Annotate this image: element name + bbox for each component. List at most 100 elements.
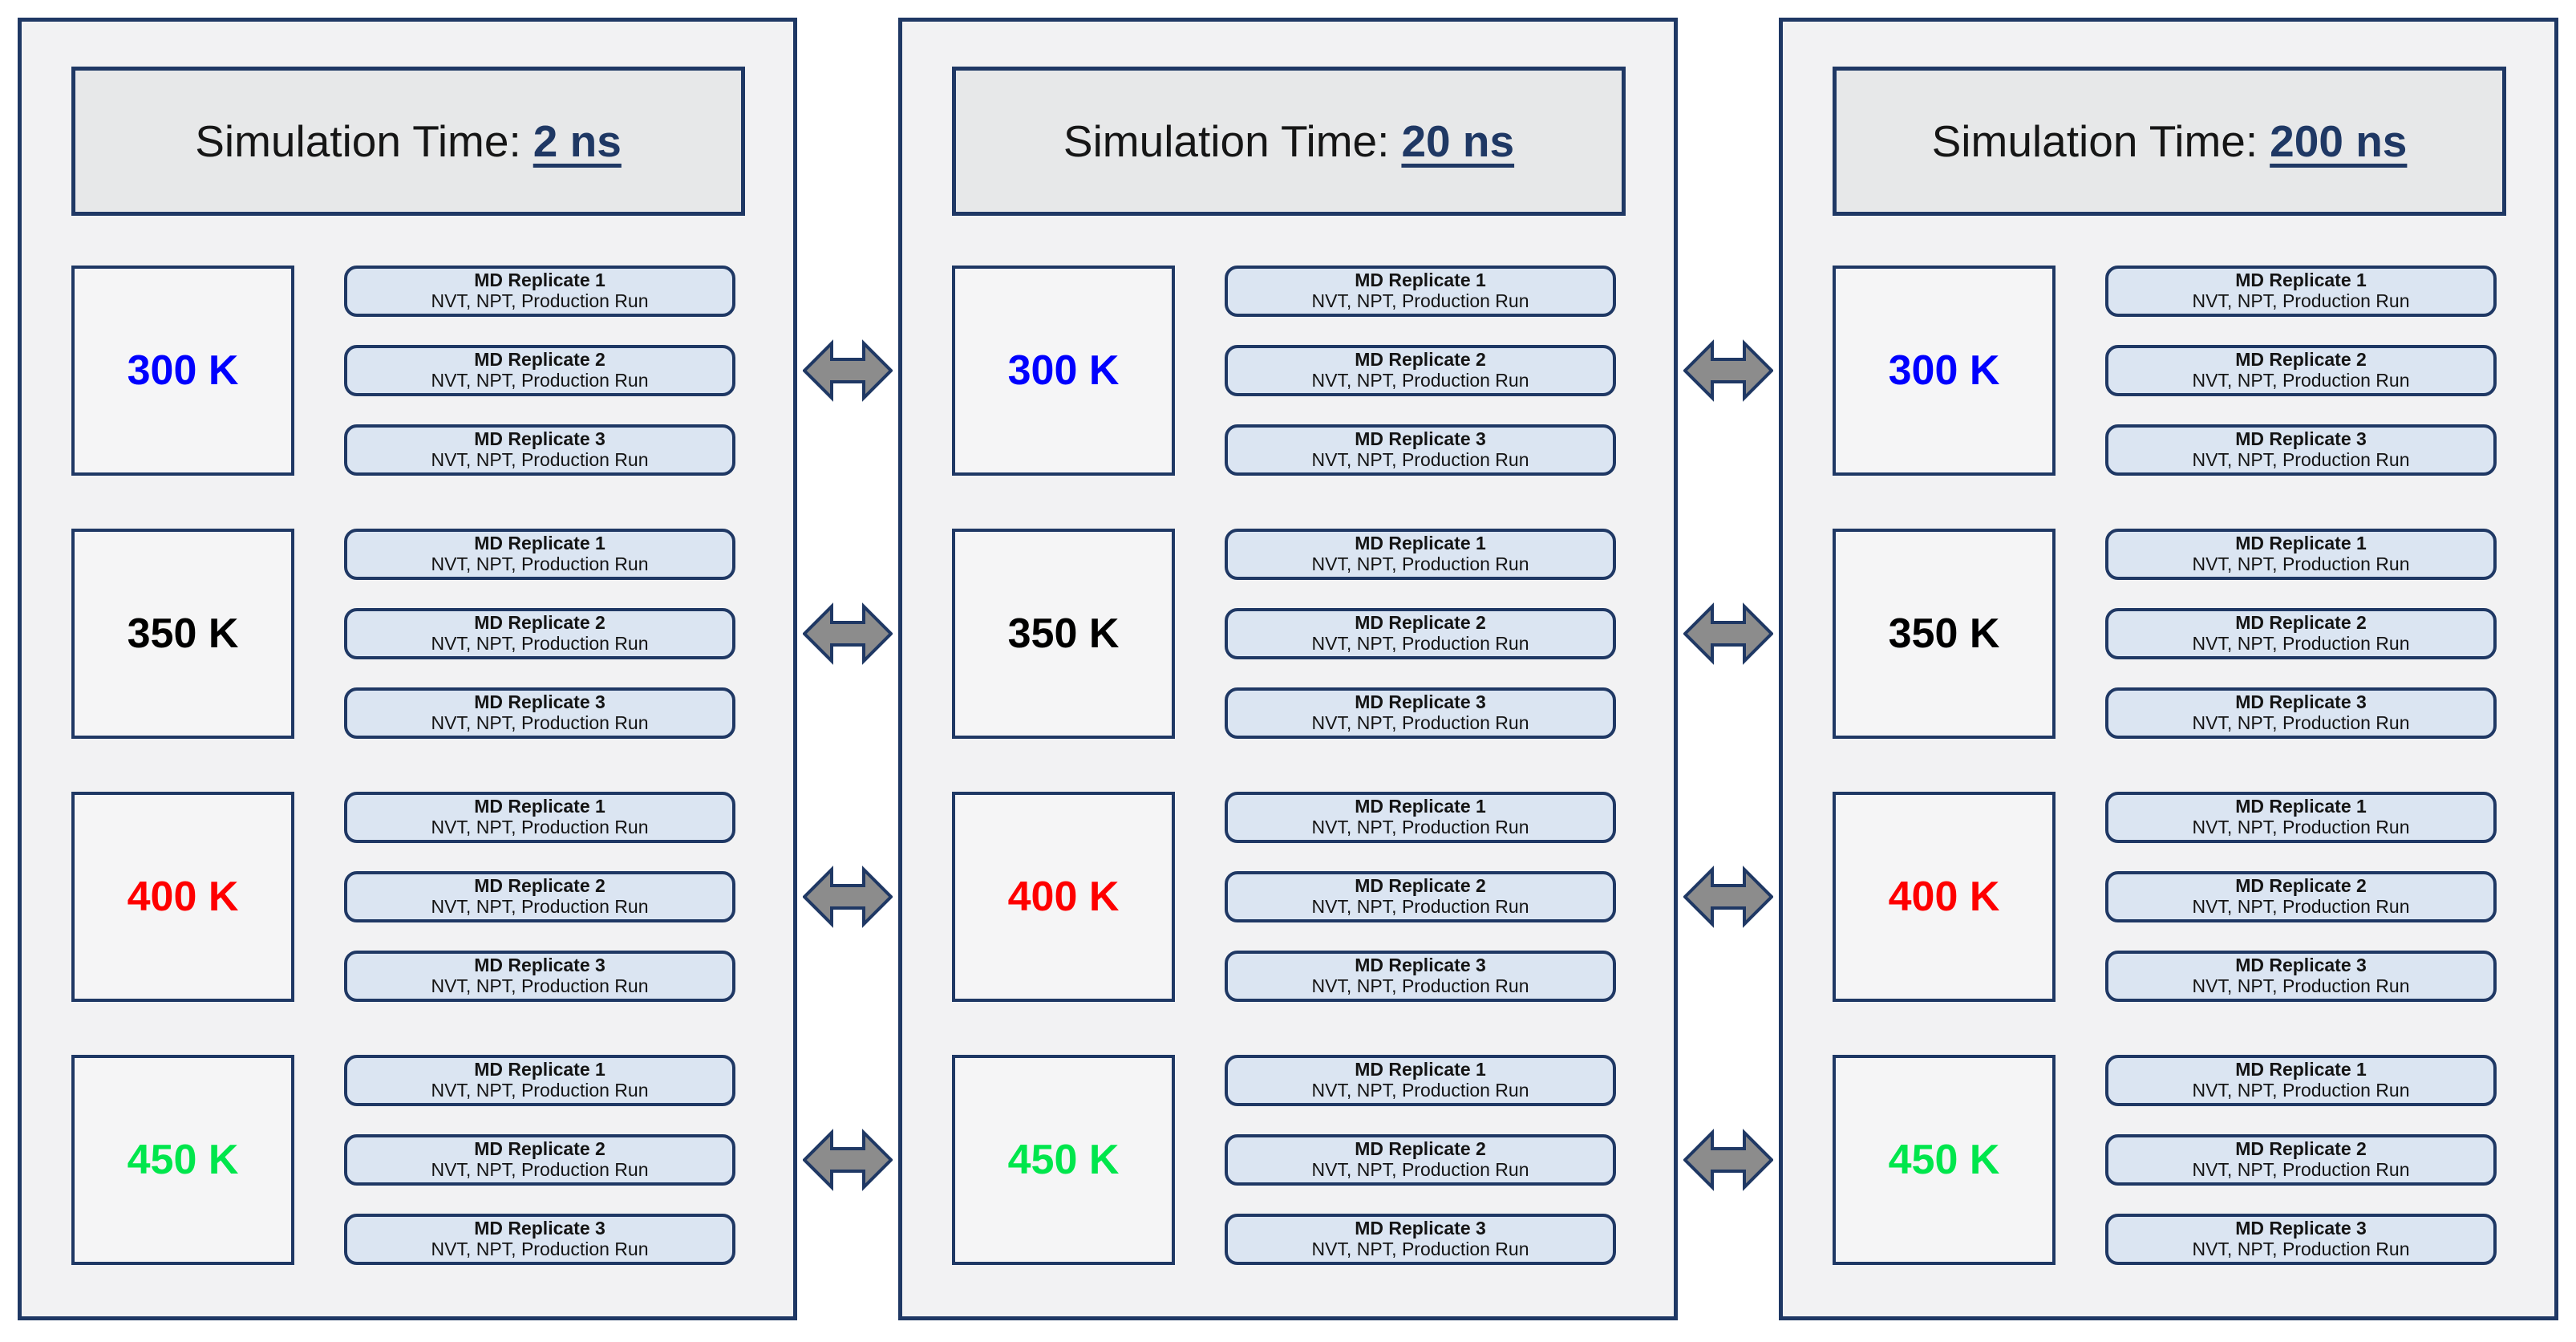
left-right-arrow-icon [1683, 338, 1773, 403]
temperature-box-350k: 350 K [71, 529, 294, 739]
left-right-arrow-icon [1683, 601, 1773, 667]
replicate-title: MD Replicate 1 [2235, 1059, 2367, 1080]
md-replicate-3-box: MD Replicate 3 NVT, NPT, Production Run [1225, 951, 1616, 1002]
simulation-time-title: Simulation Time: 200 ns [1833, 67, 2506, 216]
simulation-time-value: 20 ns [1401, 116, 1515, 166]
replicate-stack: MD Replicate 1 NVT, NPT, Production Run … [2105, 266, 2497, 476]
md-replicate-3-box: MD Replicate 3 NVT, NPT, Production Run [344, 424, 735, 476]
temperature-label: 400 K [1007, 874, 1120, 920]
md-replicate-2-box: MD Replicate 2 NVT, NPT, Production Run [2105, 871, 2497, 922]
replicate-subtitle: NVT, NPT, Production Run [431, 553, 649, 574]
temperature-box-300k: 300 K [1833, 266, 2056, 476]
panel-simulation-time-200ns: Simulation Time: 200 ns 300 K MD Replica… [1779, 18, 2558, 1320]
replicate-title: MD Replicate 3 [2235, 1218, 2367, 1239]
md-replicate-1-box: MD Replicate 1 NVT, NPT, Production Run [2105, 792, 2497, 843]
temperature-row-400k: 400 K MD Replicate 1 NVT, NPT, Productio… [71, 792, 745, 1002]
replicate-title: MD Replicate 1 [474, 270, 606, 291]
temperature-box-450k: 450 K [71, 1055, 294, 1265]
temperature-box-450k: 450 K [1833, 1055, 2056, 1265]
temperature-box-350k: 350 K [1833, 529, 2056, 739]
replicate-subtitle: NVT, NPT, Production Run [2192, 290, 2410, 311]
md-replicate-1-box: MD Replicate 1 NVT, NPT, Production Run [1225, 529, 1616, 580]
replicate-subtitle: NVT, NPT, Production Run [1311, 290, 1529, 311]
replicate-title: MD Replicate 2 [474, 875, 606, 897]
replicate-stack: MD Replicate 1 NVT, NPT, Production Run … [2105, 1055, 2497, 1265]
simulation-time-value: 2 ns [533, 116, 622, 166]
md-replicate-3-box: MD Replicate 3 NVT, NPT, Production Run [2105, 1214, 2497, 1265]
simulation-time-value: 200 ns [2270, 116, 2408, 166]
temperature-box-400k: 400 K [952, 792, 1175, 1002]
md-replicate-1-box: MD Replicate 1 NVT, NPT, Production Run [1225, 792, 1616, 843]
md-replicate-1-box: MD Replicate 1 NVT, NPT, Production Run [2105, 529, 2497, 580]
temperature-row-450k: 450 K MD Replicate 1 NVT, NPT, Productio… [952, 1055, 1626, 1265]
replicate-title: MD Replicate 3 [1355, 1218, 1486, 1239]
temperature-box-300k: 300 K [71, 266, 294, 476]
replicate-title: MD Replicate 3 [474, 691, 606, 713]
replicate-title: MD Replicate 3 [2235, 428, 2367, 450]
md-replicate-3-box: MD Replicate 3 NVT, NPT, Production Run [1225, 1214, 1616, 1265]
replicate-subtitle: NVT, NPT, Production Run [431, 1080, 649, 1101]
temperature-box-350k: 350 K [952, 529, 1175, 739]
replicate-title: MD Replicate 3 [1355, 691, 1486, 713]
replicate-title: MD Replicate 2 [2235, 875, 2367, 897]
replicate-subtitle: NVT, NPT, Production Run [1311, 1080, 1529, 1101]
simulation-time-label: Simulation Time: [195, 116, 521, 166]
md-replicate-3-box: MD Replicate 3 NVT, NPT, Production Run [1225, 687, 1616, 739]
replicate-title: MD Replicate 3 [474, 1218, 606, 1239]
temperature-row-400k: 400 K MD Replicate 1 NVT, NPT, Productio… [952, 792, 1626, 1002]
replicate-subtitle: NVT, NPT, Production Run [431, 975, 649, 996]
replicate-subtitle: NVT, NPT, Production Run [2192, 712, 2410, 733]
replicate-stack: MD Replicate 1 NVT, NPT, Production Run … [1225, 266, 1616, 476]
md-replicate-3-box: MD Replicate 3 NVT, NPT, Production Run [2105, 687, 2497, 739]
md-replicate-1-box: MD Replicate 1 NVT, NPT, Production Run [2105, 1055, 2497, 1106]
md-replicate-2-box: MD Replicate 2 NVT, NPT, Production Run [1225, 1134, 1616, 1186]
md-replicate-2-box: MD Replicate 2 NVT, NPT, Production Run [344, 871, 735, 922]
simulation-time-title: Simulation Time: 2 ns [71, 67, 745, 216]
temperature-row-350k: 350 K MD Replicate 1 NVT, NPT, Productio… [952, 529, 1626, 739]
replicate-title: MD Replicate 2 [2235, 1138, 2367, 1160]
replicate-subtitle: NVT, NPT, Production Run [431, 712, 649, 733]
temperature-label: 400 K [1888, 874, 2000, 920]
temperature-label: 350 K [1007, 610, 1120, 657]
md-replicate-1-box: MD Replicate 1 NVT, NPT, Production Run [344, 529, 735, 580]
replicate-subtitle: NVT, NPT, Production Run [2192, 1159, 2410, 1180]
temperature-label: 450 K [127, 1137, 239, 1183]
temperature-label: 350 K [127, 610, 239, 657]
temperature-row-450k: 450 K MD Replicate 1 NVT, NPT, Productio… [1833, 1055, 2506, 1265]
replicate-title: MD Replicate 2 [474, 612, 606, 634]
replicate-subtitle: NVT, NPT, Production Run [1311, 1239, 1529, 1259]
md-replicate-1-box: MD Replicate 1 NVT, NPT, Production Run [2105, 266, 2497, 317]
replicate-title: MD Replicate 2 [474, 349, 606, 371]
replicate-title: MD Replicate 2 [1355, 349, 1486, 371]
md-replicate-1-box: MD Replicate 1 NVT, NPT, Production Run [1225, 266, 1616, 317]
replicate-title: MD Replicate 1 [474, 796, 606, 817]
replicate-stack: MD Replicate 1 NVT, NPT, Production Run … [1225, 792, 1616, 1002]
replicate-stack: MD Replicate 1 NVT, NPT, Production Run … [2105, 529, 2497, 739]
temperature-label: 300 K [1888, 347, 2000, 394]
replicate-subtitle: NVT, NPT, Production Run [2192, 449, 2410, 470]
replicate-title: MD Replicate 2 [2235, 349, 2367, 371]
replicate-title: MD Replicate 2 [1355, 612, 1486, 634]
replicate-subtitle: NVT, NPT, Production Run [2192, 633, 2410, 654]
md-replicate-2-box: MD Replicate 2 NVT, NPT, Production Run [2105, 608, 2497, 659]
simulation-time-title: Simulation Time: 20 ns [952, 67, 1626, 216]
replicate-subtitle: NVT, NPT, Production Run [431, 1239, 649, 1259]
md-replicate-2-box: MD Replicate 2 NVT, NPT, Production Run [2105, 1134, 2497, 1186]
replicate-title: MD Replicate 1 [2235, 270, 2367, 291]
replicate-subtitle: NVT, NPT, Production Run [431, 896, 649, 917]
temperature-row-300k: 300 K MD Replicate 1 NVT, NPT, Productio… [952, 266, 1626, 476]
temperature-box-400k: 400 K [1833, 792, 2056, 1002]
left-right-arrow-icon [1683, 864, 1773, 930]
md-replicate-2-box: MD Replicate 2 NVT, NPT, Production Run [1225, 608, 1616, 659]
replicate-subtitle: NVT, NPT, Production Run [431, 633, 649, 654]
temperature-box-400k: 400 K [71, 792, 294, 1002]
temperature-box-300k: 300 K [952, 266, 1175, 476]
md-replicate-2-box: MD Replicate 2 NVT, NPT, Production Run [344, 608, 735, 659]
replicate-subtitle: NVT, NPT, Production Run [1311, 633, 1529, 654]
temperature-label: 450 K [1007, 1137, 1120, 1183]
left-right-arrow-icon [803, 338, 893, 403]
md-replicate-1-box: MD Replicate 1 NVT, NPT, Production Run [344, 1055, 735, 1106]
md-replicate-3-box: MD Replicate 3 NVT, NPT, Production Run [344, 1214, 735, 1265]
temperature-label: 300 K [127, 347, 239, 394]
temperature-row-300k: 300 K MD Replicate 1 NVT, NPT, Productio… [1833, 266, 2506, 476]
